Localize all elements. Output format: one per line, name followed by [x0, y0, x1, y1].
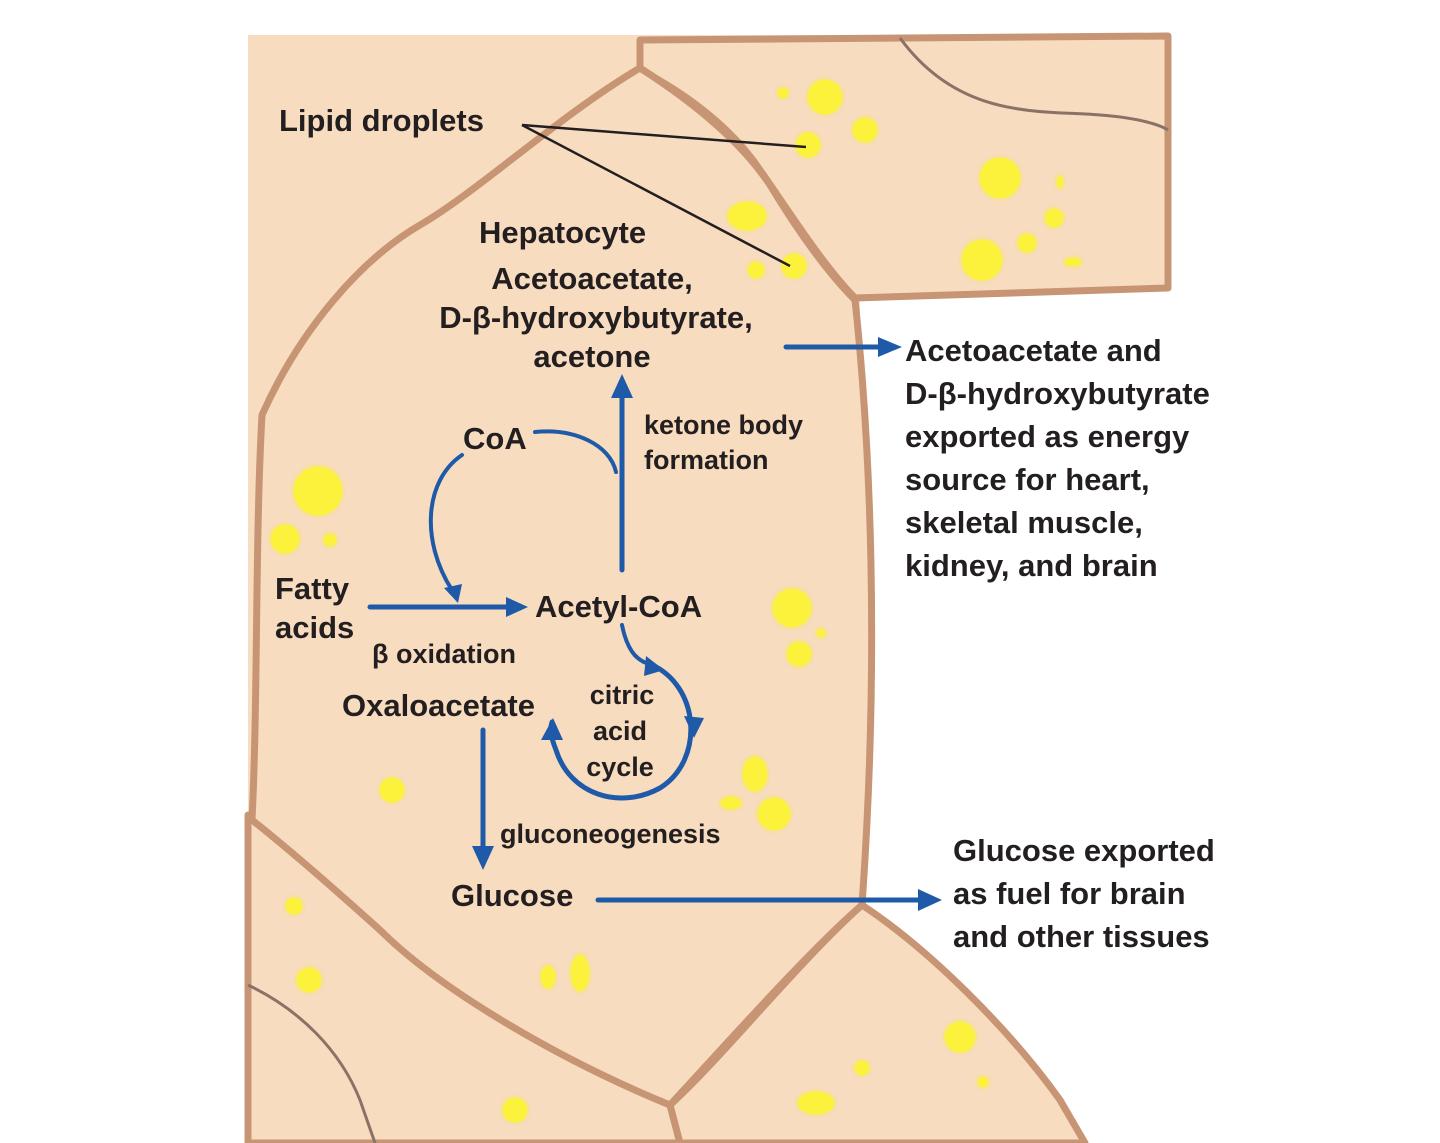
- glucose-export-line-2: as fuel for brain: [953, 876, 1186, 911]
- fatty-acids-label: Fatty acids: [275, 571, 354, 645]
- ketone-export-line-6: kidney, and brain: [905, 548, 1158, 583]
- ketone-products-label: Acetoacetate, D-β-hydroxybutyrate, aceto…: [439, 261, 752, 374]
- ketone-export-line-1: Acetoacetate and: [905, 333, 1162, 368]
- ketone-products-line-3: acetone: [533, 339, 650, 374]
- coa-label: CoA: [463, 421, 527, 456]
- beta-oxidation-label: β oxidation: [372, 639, 516, 669]
- glucose-export-label: Glucose exported as fuel for brain and o…: [953, 833, 1215, 954]
- ketone-products-line-2: D-β-hydroxybutyrate,: [439, 300, 752, 335]
- ketone-body-formation-line-2: formation: [644, 445, 769, 475]
- citric-acid-cycle-line-3: cycle: [586, 752, 654, 782]
- fatty-acids-line-1: Fatty: [275, 571, 350, 606]
- beta-oxidation-arrowhead: [506, 597, 528, 617]
- lipid-droplets: [267, 76, 1085, 1126]
- hepatocyte-cell: [248, 64, 876, 1109]
- ketone-body-formation-line-1: ketone body: [644, 410, 803, 440]
- acetyl-coa-label: Acetyl-CoA: [535, 589, 702, 624]
- lipid-leader-line-2: [521, 123, 791, 268]
- gluconeogenesis-label: gluconeogenesis: [500, 819, 721, 849]
- lipid-droplets-label: Lipid droplets: [279, 103, 484, 138]
- citric-acid-cycle-line-2: acid: [593, 716, 647, 746]
- ketone-export-label: Acetoacetate and D-β-hydroxybutyrate exp…: [905, 333, 1210, 583]
- glucose-label: Glucose: [451, 878, 573, 913]
- citric-acid-cycle-line-1: citric: [590, 680, 655, 710]
- hepatocyte-label: Hepatocyte: [479, 215, 646, 250]
- citric-acid-cycle-label: citric acid cycle: [586, 680, 654, 782]
- ketone-export-line-4: source for heart,: [905, 462, 1150, 497]
- ketone-products-line-1: Acetoacetate,: [491, 261, 693, 296]
- glucose-export-line-3: and other tissues: [953, 919, 1210, 954]
- ketone-export-line-3: exported as energy: [905, 419, 1190, 454]
- oxaloacetate-label: Oxaloacetate: [342, 688, 535, 723]
- coa-input-arrow: [428, 453, 464, 592]
- coa-release-arrow: [533, 429, 618, 474]
- ketone-body-formation-label: ketone body formation: [644, 410, 803, 475]
- glucose-export-line-1: Glucose exported: [953, 833, 1215, 868]
- ketone-export-line-2: D-β-hydroxybutyrate: [905, 376, 1210, 411]
- lipid-leader-line-1: [521, 123, 807, 149]
- ketone-export-line-5: skeletal muscle,: [905, 505, 1143, 540]
- fatty-acids-line-2: acids: [275, 610, 354, 645]
- pathway-arrows: [367, 337, 942, 911]
